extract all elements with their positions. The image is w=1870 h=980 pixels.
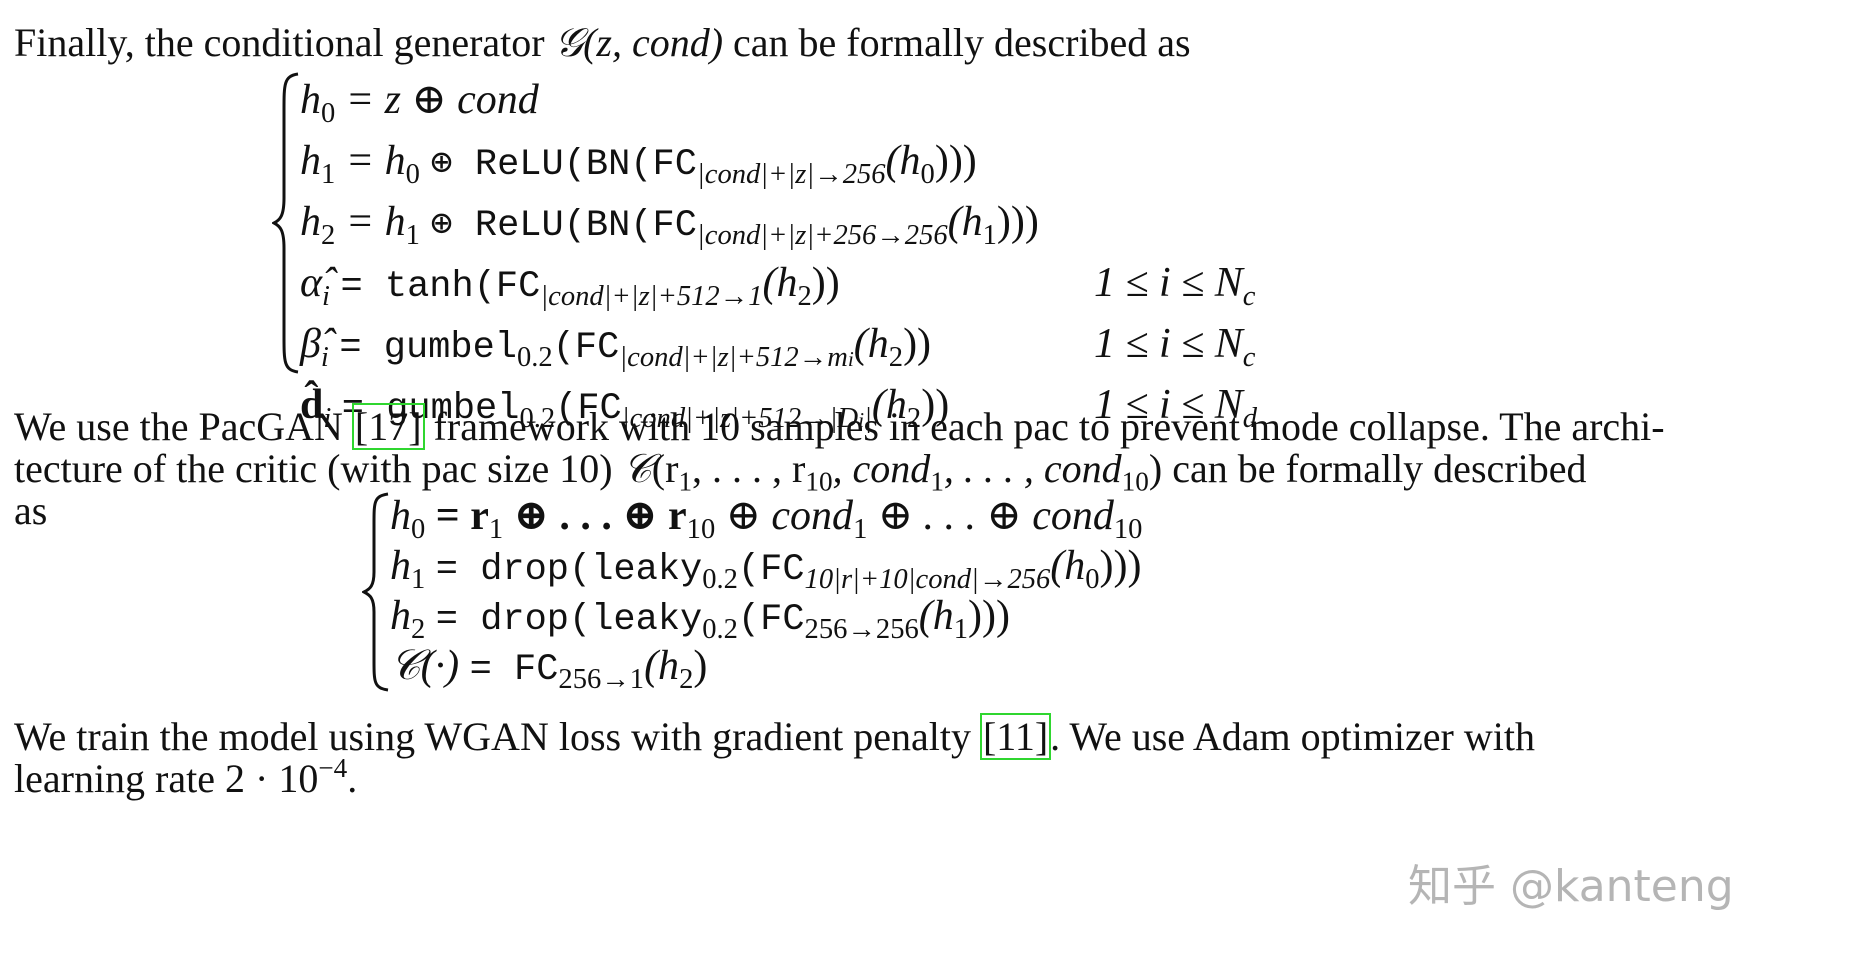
critic-eq-h0: h0 = r1 ⊕ . . . ⊕ r10 ⊕ cond1 ⊕ . . . ⊕ … bbox=[390, 493, 1143, 546]
gen-eq-h1: h1 = h0 ⊕ ReLU(BN(FC|cond|+|z|→256(h0))) bbox=[300, 138, 977, 191]
critic-equation-block: h0 = r1 ⊕ . . . ⊕ r10 ⊕ cond1 ⊕ . . . ⊕ … bbox=[362, 490, 1362, 700]
paragraph-training-line1: We train the model using WGAN loss with … bbox=[14, 713, 1535, 760]
paragraph-generator-intro: Finally, the conditional generator 𝒢(z, … bbox=[14, 20, 1191, 65]
generator-symbol: 𝒢 bbox=[554, 20, 584, 65]
gen-eq-h0: h0 = z ⊕ cond bbox=[300, 77, 539, 130]
generator-equation-block: h0 = z ⊕ cond h1 = h0 ⊕ ReLU(BN(FC|cond|… bbox=[272, 70, 1372, 433]
gen-eq-d: d̂i = gumbel0.2(FC|cond|+|z|+512→|Di|(h2… bbox=[300, 375, 1257, 436]
gen-eq-alpha: α̂i = tanh(FC|cond|+|z|+512→1(h2)) 1 ≤ i… bbox=[300, 253, 1255, 314]
paragraph-training-line2: learning rate 2 · 10−4. bbox=[14, 753, 358, 801]
critic-eq-h2: h2 = drop(leaky0.2(FC256→256(h1))) bbox=[390, 593, 1010, 646]
gen-eq-d-condition: 1 ≤ i ≤ Nd bbox=[1094, 382, 1258, 435]
citation-17-link[interactable]: [17] bbox=[351, 403, 425, 450]
critic-eq-output: 𝒞(·) = FC256→1(h2) bbox=[390, 643, 708, 696]
critic-symbol: 𝒞 bbox=[622, 446, 652, 491]
critic-rows: h0 = r1 ⊕ . . . ⊕ r10 ⊕ cond1 ⊕ . . . ⊕ … bbox=[390, 490, 1143, 696]
paragraph-critic-intro-line2: tecture of the critic (with pac size 10)… bbox=[14, 446, 1587, 497]
critic-eq-h1: h1 = drop(leaky0.2(FC10|r|+10|cond|→256(… bbox=[390, 543, 1142, 596]
paragraph-critic-intro-line3: as bbox=[14, 488, 48, 533]
gen-eq-h2: h2 = h1 ⊕ ReLU(BN(FC|cond|+|z|+256→256(h… bbox=[300, 199, 1039, 252]
gen-eq-beta: β̂i = gumbel0.2(FC|cond|+|z|+512→mi(h2))… bbox=[300, 314, 1255, 375]
generator-args: (z, cond) bbox=[583, 20, 724, 65]
paragraph-critic-intro-line1: We use the PacGAN [17] framework with 10… bbox=[14, 403, 1665, 450]
gen-eq-alpha-condition: 1 ≤ i ≤ Nc bbox=[1094, 260, 1256, 313]
left-brace-icon bbox=[362, 490, 392, 694]
zhihu-watermark: 知乎 @kanteng bbox=[1408, 861, 1734, 912]
left-brace-icon bbox=[272, 70, 302, 376]
gen-eq-beta-condition: 1 ≤ i ≤ Nc bbox=[1094, 321, 1256, 374]
citation-11-link[interactable]: [11] bbox=[979, 713, 1052, 760]
generator-rows: h0 = z ⊕ cond h1 = h0 ⊕ ReLU(BN(FC|cond|… bbox=[300, 70, 1257, 436]
